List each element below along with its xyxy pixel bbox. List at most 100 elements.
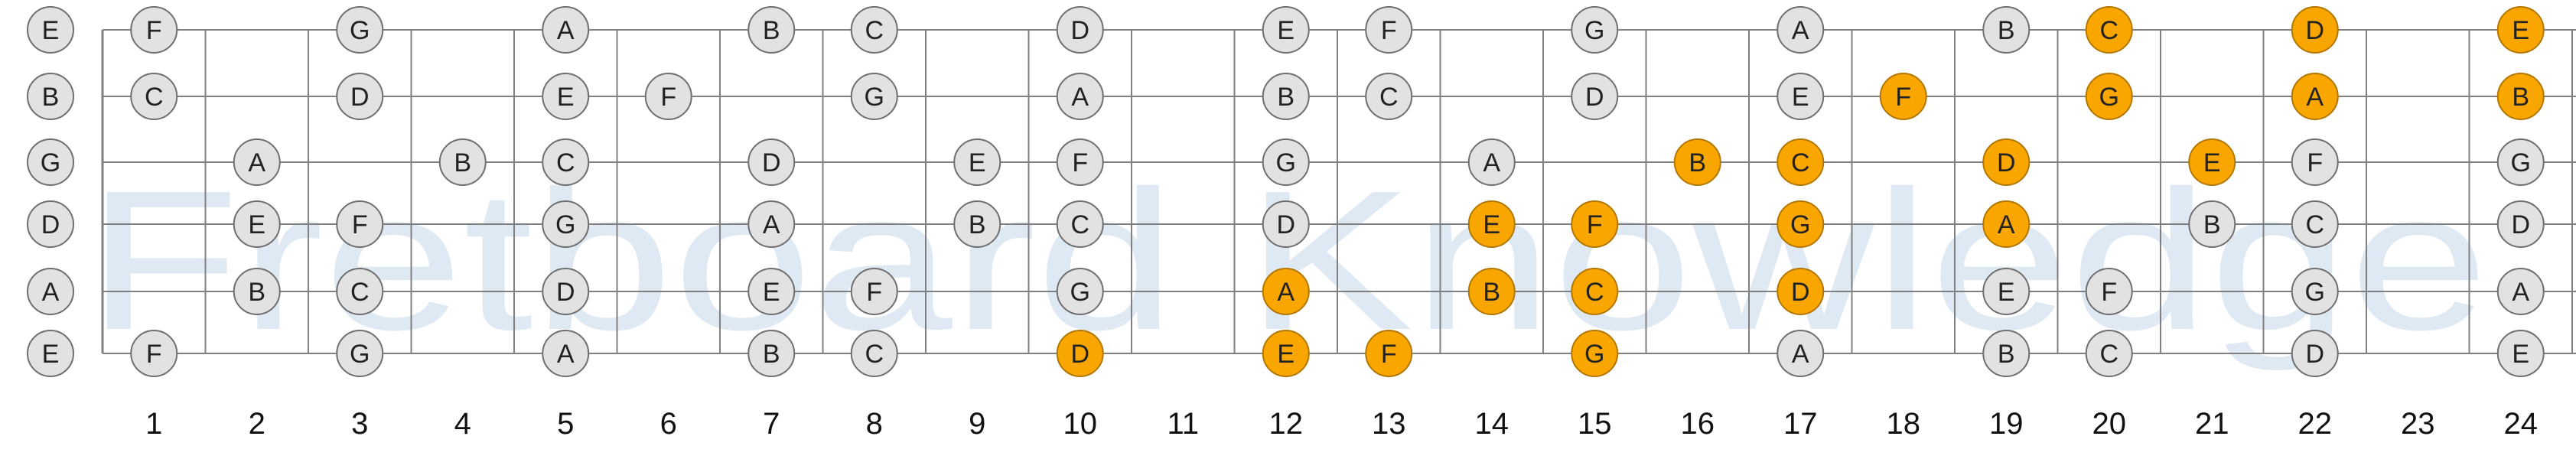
- note-marker: A: [1467, 138, 1516, 186]
- highlighted-note-marker: B: [1467, 268, 1516, 315]
- note-circle: [336, 330, 384, 377]
- note-label: D: [1791, 278, 1810, 307]
- note-label: D: [350, 83, 370, 112]
- note-label: E: [969, 148, 986, 177]
- note-marker: D: [1571, 73, 1619, 120]
- note-circle: [2291, 6, 2339, 54]
- note-marker: C: [850, 6, 898, 54]
- note-label: G: [2511, 148, 2531, 177]
- highlighted-note-marker: E: [1262, 330, 1310, 377]
- fret-number: 14: [1475, 407, 1509, 441]
- note-circle: [2496, 73, 2545, 120]
- note-circle: [233, 200, 281, 248]
- note-circle: [130, 6, 178, 54]
- note-circle: [1776, 268, 1825, 315]
- note-label: B: [763, 340, 780, 369]
- note-marker: E: [953, 138, 1001, 186]
- note-circle: [1262, 268, 1310, 315]
- highlighted-note-marker: A: [1982, 200, 2031, 248]
- note-marker: E: [747, 268, 796, 315]
- fret-number: 15: [1578, 407, 1612, 441]
- note-label: E: [2512, 16, 2529, 45]
- note-marker: B: [1262, 73, 1310, 120]
- note-marker: A: [1776, 6, 1825, 54]
- note-marker: C: [1365, 73, 1413, 120]
- note-marker: A: [542, 330, 590, 377]
- note-label: E: [1792, 83, 1809, 112]
- note-label: B: [763, 16, 780, 45]
- note-label: E: [557, 83, 575, 112]
- note-label: C: [1585, 278, 1604, 307]
- note-circle: [953, 200, 1001, 248]
- note-circle: [542, 6, 590, 54]
- highlighted-note-marker: E: [1467, 200, 1516, 248]
- open-string-note: E: [27, 6, 74, 54]
- note-circle: [130, 330, 178, 377]
- note-label: E: [1277, 16, 1295, 45]
- note-label: B: [1998, 340, 2015, 369]
- highlighted-note-marker: C: [1776, 138, 1825, 186]
- note-label: C: [556, 148, 575, 177]
- note-circle: [2085, 330, 2133, 377]
- note-marker: A: [233, 138, 281, 186]
- note-label: C: [145, 83, 164, 112]
- note-label: E: [42, 16, 60, 45]
- note-circle: [336, 73, 384, 120]
- note-circle: [1056, 6, 1104, 54]
- note-marker: F: [130, 6, 178, 54]
- note-label: G: [2305, 278, 2325, 307]
- note-marker: G: [336, 330, 384, 377]
- note-label: C: [1791, 148, 1810, 177]
- note-label: D: [1070, 340, 1089, 369]
- note-circle: [747, 200, 796, 248]
- note-marker: B: [233, 268, 281, 315]
- note-circle: [747, 268, 796, 315]
- note-marker: A: [542, 6, 590, 54]
- fret-number: 9: [969, 407, 985, 441]
- note-circle: [27, 6, 74, 54]
- note-label: G: [2099, 83, 2119, 112]
- note-marker: B: [1982, 6, 2031, 54]
- note-label: F: [660, 83, 676, 112]
- note-label: B: [42, 83, 60, 112]
- note-circle: [747, 138, 796, 186]
- note-label: E: [1483, 210, 1500, 239]
- note-label: F: [1381, 16, 1397, 45]
- note-label: G: [1584, 340, 1604, 369]
- note-circle: [2291, 330, 2339, 377]
- note-circle: [850, 73, 898, 120]
- highlighted-note-marker: E: [2496, 6, 2545, 54]
- fret-lines: [101, 30, 2573, 353]
- note-label: E: [2203, 148, 2221, 177]
- note-label: A: [1071, 83, 1089, 112]
- note-circle: [1776, 73, 1825, 120]
- note-label: A: [763, 210, 780, 239]
- note-label: B: [1277, 83, 1295, 112]
- note-label: D: [1070, 16, 1089, 45]
- note-circle: [747, 330, 796, 377]
- note-marker: F: [130, 330, 178, 377]
- note-label: F: [2307, 148, 2323, 177]
- note-label: G: [350, 340, 370, 369]
- note-label: B: [2512, 83, 2529, 112]
- highlighted-note-marker: C: [2085, 6, 2133, 54]
- fret-number: 11: [1167, 407, 1199, 441]
- note-label: D: [2305, 340, 2324, 369]
- note-circle: [1571, 200, 1619, 248]
- highlighted-note-marker: E: [2188, 138, 2236, 186]
- fret-number: 16: [1681, 407, 1715, 441]
- note-circle: [130, 73, 178, 120]
- note-circle: [438, 138, 487, 186]
- note-marker: E: [2496, 330, 2545, 377]
- note-marker: C: [336, 268, 384, 315]
- note-label: A: [1277, 278, 1295, 307]
- note-label: F: [1381, 340, 1397, 369]
- fret-number: 3: [351, 407, 368, 441]
- open-string-note: D: [27, 200, 74, 248]
- highlighted-note-marker: F: [1365, 330, 1413, 377]
- note-marker: G: [2496, 138, 2545, 186]
- note-marker: C: [1056, 200, 1104, 248]
- note-marker: G: [850, 73, 898, 120]
- note-circle: [1982, 200, 2031, 248]
- note-label: F: [1895, 83, 1911, 112]
